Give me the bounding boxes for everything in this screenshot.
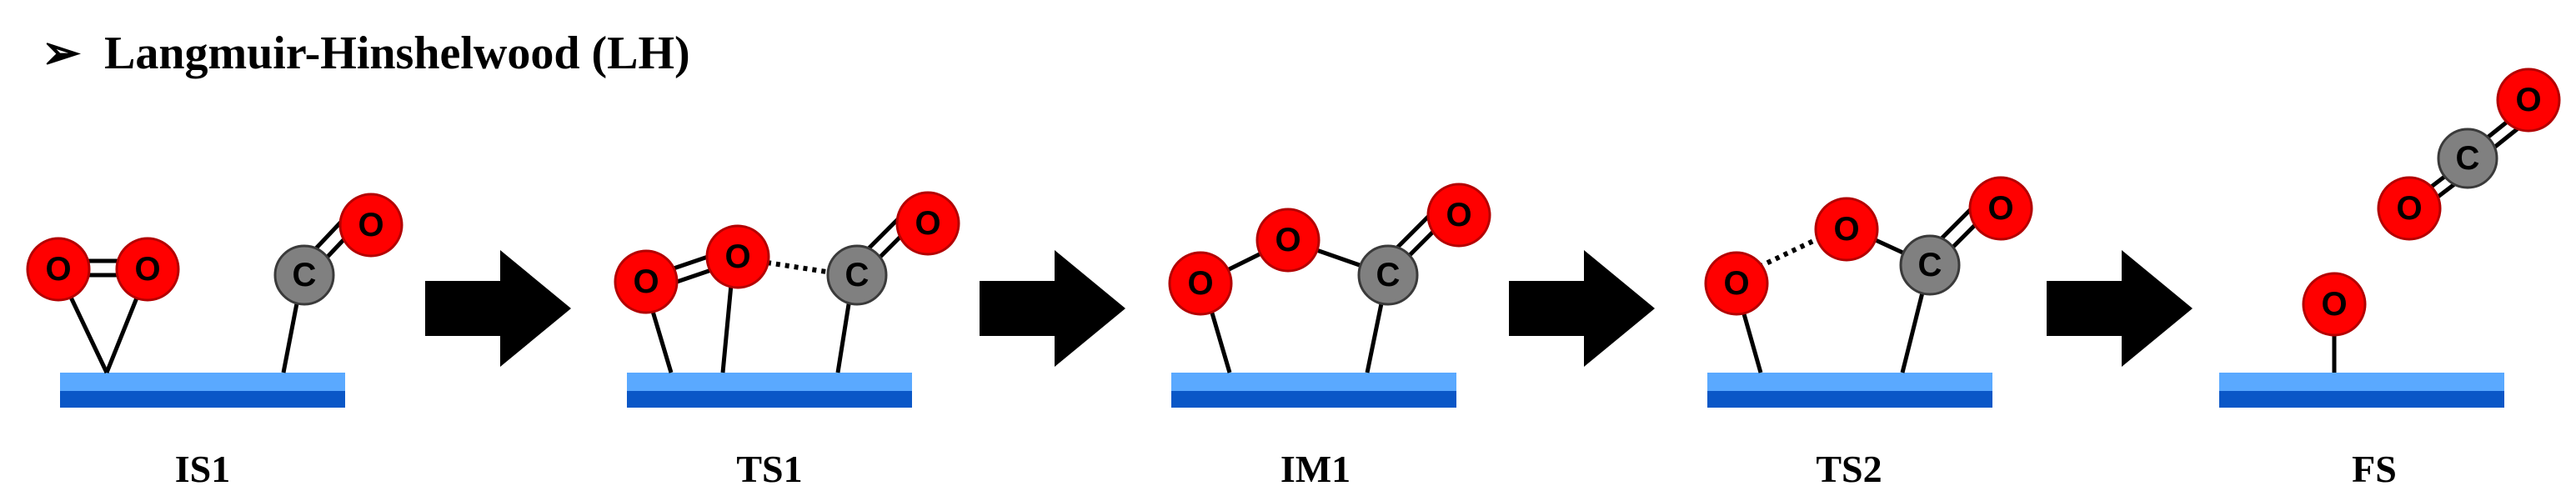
surface-slab <box>60 373 345 408</box>
state-label: TS1 <box>736 448 802 490</box>
state-fs: O O C O FS <box>2219 68 2561 490</box>
carbon-atom: C <box>2437 128 2498 189</box>
oxygen-atom-label: O <box>1987 190 2013 227</box>
state-label: IS1 <box>175 448 230 490</box>
right-arrow-icon <box>980 250 1125 367</box>
state-is1: O O C O IS1 <box>26 193 403 490</box>
right-arrow-icon <box>425 250 571 367</box>
state-im1: O O C O IM1 <box>1168 183 1491 490</box>
oxygen-atom-label: O <box>1446 197 1471 233</box>
surface-slab <box>2219 373 2504 408</box>
oxygen-atom-label: O <box>1275 222 1301 258</box>
state-label: TS2 <box>1816 448 1882 490</box>
carbon-atom: C <box>1357 244 1419 306</box>
carbon-atom-label: C <box>293 257 317 293</box>
oxygen-atom-label: O <box>633 263 659 300</box>
surface-slab <box>627 373 912 408</box>
oxygen-atom: O <box>1168 251 1233 316</box>
surface-slab <box>1171 373 1456 408</box>
state-label: FS <box>2352 448 2397 490</box>
oxygen-atom: O <box>1968 176 2033 241</box>
oxygen-atom-label: O <box>45 251 71 288</box>
oxygen-atom: O <box>26 237 91 302</box>
oxygen-atom-label: O <box>2515 82 2541 118</box>
oxygen-atom: O <box>895 191 960 256</box>
oxygen-atom-label: O <box>2396 190 2422 227</box>
oxygen-atom-label: O <box>134 251 160 288</box>
oxygen-atom: O <box>338 193 403 258</box>
oxygen-atom: O <box>1426 183 1491 248</box>
oxygen-atom-label: O <box>1723 265 1749 302</box>
oxygen-atom-label: O <box>358 207 383 243</box>
oxygen-atom: O <box>2377 176 2442 241</box>
right-arrow-icon <box>2047 250 2193 367</box>
oxygen-atom: O <box>115 237 180 302</box>
oxygen-atom: O <box>2302 272 2367 337</box>
carbon-atom-label: C <box>845 257 870 293</box>
oxygen-atom: O <box>2496 68 2561 133</box>
carbon-atom-label: C <box>1918 247 1942 283</box>
surface-slab <box>1707 373 1992 408</box>
oxygen-atom: O <box>1255 208 1321 273</box>
oxygen-atom-label: O <box>2321 286 2347 323</box>
oxygen-atom: O <box>1814 197 1879 262</box>
carbon-atom-label: C <box>1376 257 1401 293</box>
state-ts2: O O C O TS2 <box>1704 176 2033 490</box>
carbon-atom: C <box>1899 234 1961 296</box>
title-marker: ➢ <box>42 28 82 79</box>
oxygen-atom-label: O <box>915 205 940 242</box>
oxygen-atom: O <box>705 224 770 289</box>
page-title: Langmuir-Hinshelwood (LH) <box>104 28 690 79</box>
oxygen-atom-label: O <box>1187 265 1213 302</box>
carbon-atom: C <box>273 244 335 306</box>
carbon-atom-label: C <box>2456 140 2480 177</box>
oxygen-atom: O <box>1704 251 1769 316</box>
carbon-atom: C <box>826 244 888 306</box>
right-arrow-icon <box>1509 250 1655 367</box>
state-ts1: O O C O TS1 <box>614 191 960 490</box>
state-label: IM1 <box>1280 448 1351 490</box>
oxygen-atom-label: O <box>1833 211 1859 248</box>
oxygen-atom-label: O <box>724 238 750 275</box>
oxygen-atom: O <box>614 249 679 314</box>
